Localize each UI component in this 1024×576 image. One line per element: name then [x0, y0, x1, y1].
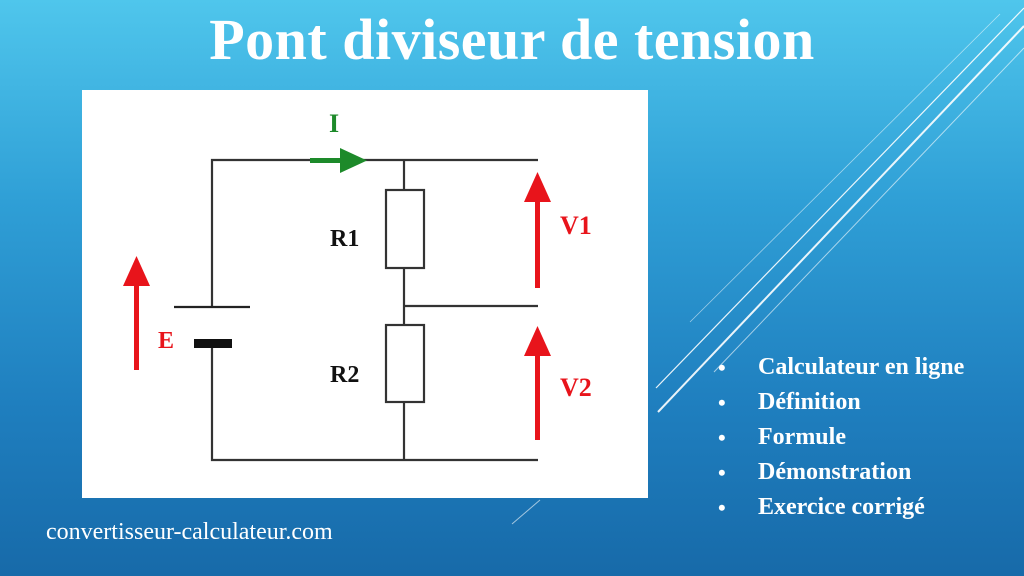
- source-label: E: [158, 328, 174, 354]
- menu-item-label: Formule: [758, 424, 846, 450]
- menu-item-calculateur[interactable]: • Calculateur en ligne: [716, 350, 964, 385]
- resistor-r1: [384, 188, 426, 270]
- wires: [210, 158, 538, 462]
- bullet-icon: •: [718, 460, 726, 485]
- battery-negative-plate: [194, 339, 232, 348]
- circuit-diagram: I E R1 R2 V1 V2: [123, 109, 592, 462]
- diagonal-line: [713, 47, 1024, 373]
- resistor-r2: [384, 323, 426, 404]
- wire-top: [210, 158, 538, 307]
- menu-item-exercice[interactable]: • Exercice corrigé: [716, 490, 964, 525]
- source-voltage-arrow: [123, 256, 150, 370]
- bullet-icon: •: [718, 495, 726, 520]
- topic-menu: • Calculateur en ligne • Définition • Fo…: [716, 350, 964, 525]
- diagonal-line: [689, 13, 1001, 323]
- menu-item-label: Définition: [758, 389, 861, 415]
- voltage1-arrow: [524, 172, 551, 288]
- voltage2-arrow: [524, 326, 551, 440]
- diagonal-line: [511, 499, 541, 525]
- resistor1-label: R1: [330, 226, 359, 252]
- wire-bottom: [210, 345, 538, 462]
- diagonal-line: [657, 25, 1024, 413]
- bullet-icon: •: [718, 390, 726, 415]
- menu-item-label: Démonstration: [758, 459, 912, 485]
- voltage1-label: V1: [560, 211, 592, 240]
- current-arrow: [310, 148, 367, 173]
- resistor2-label: R2: [330, 362, 359, 388]
- menu-item-label: Exercice corrigé: [758, 494, 925, 520]
- menu-item-label: Calculateur en ligne: [758, 354, 965, 380]
- voltage2-label: V2: [560, 373, 592, 402]
- bullet-icon: •: [718, 425, 726, 450]
- menu-item-demonstration[interactable]: • Démonstration: [716, 455, 964, 490]
- menu-item-definition[interactable]: • Définition: [716, 385, 964, 420]
- current-label: I: [329, 109, 339, 138]
- bullet-icon: •: [718, 355, 726, 380]
- circuit-diagram-panel: I E R1 R2 V1 V2: [82, 90, 648, 498]
- website-link[interactable]: convertisseur-calculateur.com: [46, 519, 333, 545]
- page-title: Pont diviseur de tension: [209, 7, 815, 72]
- diagonal-line: [655, 7, 1024, 389]
- menu-item-formule[interactable]: • Formule: [716, 420, 964, 455]
